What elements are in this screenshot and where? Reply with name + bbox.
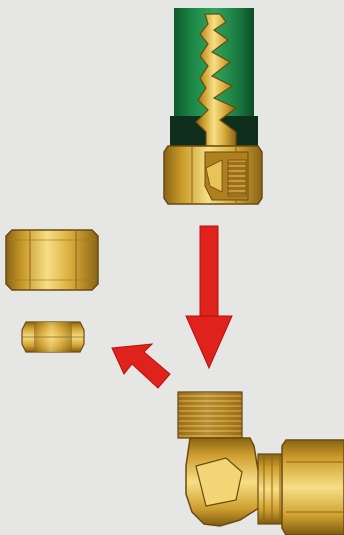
elbow-side-nut [282,440,344,535]
hose-assembly [164,8,262,204]
diagonal-arrow [112,344,170,388]
compression-nut [6,230,98,290]
elbow-fitting [178,392,344,535]
compression-ferrule [22,322,84,352]
down-arrow [186,226,232,368]
